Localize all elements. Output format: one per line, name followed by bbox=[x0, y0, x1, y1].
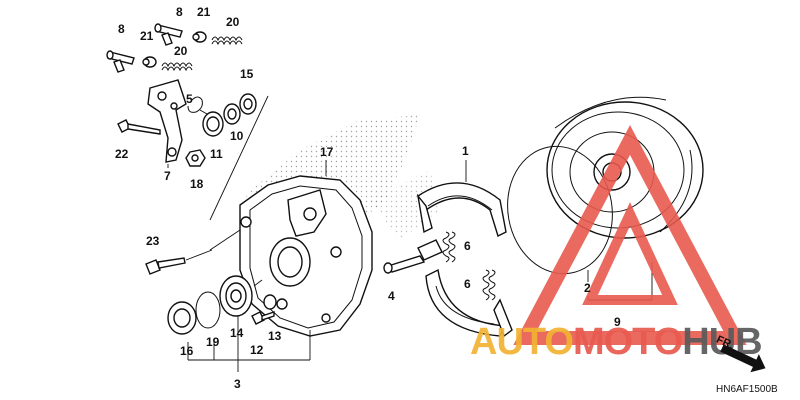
callout-16: 16 bbox=[180, 344, 194, 358]
brake-shoe-upper bbox=[416, 182, 507, 237]
callout-10: 10 bbox=[230, 129, 244, 143]
spring-6-upper bbox=[442, 231, 456, 263]
callout-22: 22 bbox=[115, 147, 129, 161]
spring-20-left bbox=[161, 62, 193, 72]
callout-15: 15 bbox=[240, 67, 254, 81]
callout-21-left: 21 bbox=[140, 29, 154, 43]
spring-6-lower bbox=[482, 269, 496, 301]
watermark-text: AUTOMOTOHUB bbox=[470, 321, 762, 363]
callout-4: 4 bbox=[388, 289, 395, 303]
seal-15 bbox=[239, 93, 257, 115]
brake-arm-7 bbox=[147, 79, 187, 163]
callout-11: 11 bbox=[210, 147, 223, 161]
leader-bearing bbox=[253, 279, 263, 287]
callout-13: 13 bbox=[268, 329, 282, 343]
callout-18: 18 bbox=[190, 177, 204, 191]
seal-16 bbox=[167, 301, 197, 335]
seal-11 bbox=[202, 111, 224, 137]
callout-23: 23 bbox=[146, 234, 160, 248]
spring-20-right bbox=[211, 36, 243, 46]
diagram-code: HN6AF1500B bbox=[716, 384, 778, 395]
o-ring-2 bbox=[507, 145, 613, 275]
callout-7: 7 bbox=[164, 169, 171, 183]
pin-8-left bbox=[106, 50, 135, 73]
callout-6-lower: 6 bbox=[464, 277, 471, 291]
front-direction-arrow bbox=[720, 344, 766, 373]
pin-8-right bbox=[154, 23, 183, 46]
callout-14: 14 bbox=[230, 326, 244, 340]
callout-12: 12 bbox=[250, 343, 264, 357]
callout-9: 9 bbox=[614, 315, 621, 329]
callout-layer: 8 21 20 8 21 20 15 5 10 11 22 7 18 17 1 … bbox=[115, 5, 621, 391]
washer-13 bbox=[263, 294, 277, 310]
leader-3 bbox=[187, 316, 311, 372]
bolt-12 bbox=[251, 311, 275, 325]
bearing-14 bbox=[219, 275, 253, 317]
nut-18 bbox=[185, 149, 206, 167]
leader-frame-2 bbox=[209, 229, 241, 251]
brake-shoe-lower bbox=[425, 268, 513, 338]
leader-frame-top bbox=[209, 95, 269, 221]
bolt-22 bbox=[117, 119, 161, 135]
callout-20-left: 20 bbox=[174, 44, 188, 58]
callout-1: 1 bbox=[462, 144, 469, 158]
collar-21-left bbox=[142, 56, 157, 68]
callout-2: 2 bbox=[584, 281, 591, 295]
callout-5: 5 bbox=[186, 92, 193, 106]
washer-10 bbox=[223, 103, 241, 125]
bolt-23 bbox=[145, 249, 213, 275]
callout-20-right: 20 bbox=[226, 15, 240, 29]
callout-8-right: 8 bbox=[176, 5, 183, 19]
cam-4 bbox=[383, 239, 443, 274]
collar-21-right bbox=[192, 31, 207, 43]
callout-19: 19 bbox=[206, 335, 220, 349]
callout-17: 17 bbox=[320, 145, 334, 159]
callout-8-left: 8 bbox=[118, 22, 125, 36]
leader-2-9 bbox=[587, 262, 653, 301]
callout-6-upper: 6 bbox=[464, 239, 471, 253]
circlip-19 bbox=[195, 291, 221, 329]
callout-3: 3 bbox=[234, 377, 241, 391]
callout-21-right: 21 bbox=[197, 5, 211, 19]
watermark-triangle bbox=[513, 125, 747, 345]
